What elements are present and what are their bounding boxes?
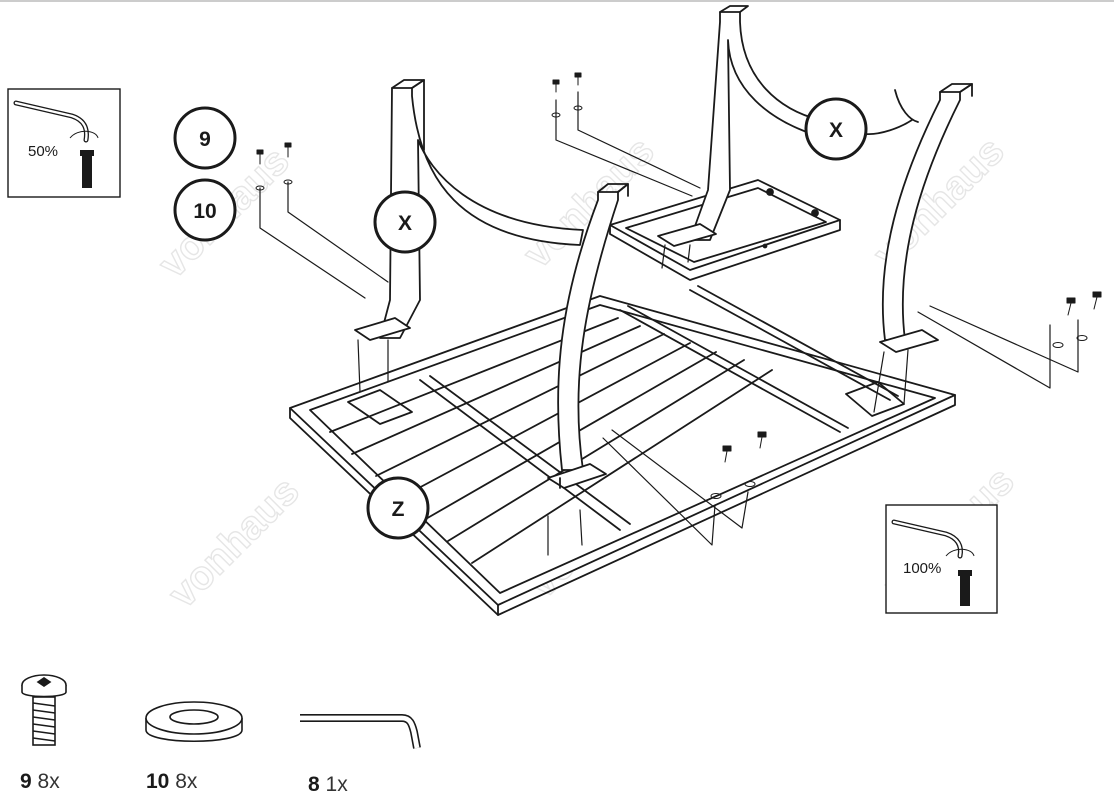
callout-leg-right: X — [804, 97, 868, 161]
callout-bolt-label: 9 — [199, 128, 211, 151]
callouts: 9 10 X X Z — [173, 97, 868, 540]
callout-washer-label: 10 — [193, 200, 216, 223]
part-bolt-illustration — [21, 674, 67, 746]
part-hex-key-illustration — [300, 714, 421, 749]
rotate-arrow-icon — [69, 130, 99, 139]
part-number: 10 — [146, 770, 170, 793]
callout-frame: Z — [366, 476, 430, 540]
torque-left-label: 50% — [28, 143, 58, 160]
callout-leg-left-label: X — [398, 212, 412, 235]
bolt-icon — [80, 150, 94, 156]
bolt-icon-2 — [958, 570, 972, 576]
callout-bolt: 9 — [173, 106, 237, 170]
part-legend-hex-key: 8 1x — [308, 773, 348, 797]
torque-inset-right: 100% — [885, 504, 998, 614]
callout-frame-label: Z — [392, 498, 405, 521]
part-qty: 8x — [175, 770, 198, 793]
part-legend-washer: 10 8x — [146, 770, 197, 794]
part-number: 8 — [308, 773, 320, 796]
part-number: 9 — [20, 770, 32, 793]
part-washer-illustration — [145, 701, 243, 743]
torque-right-label: 100% — [903, 560, 941, 577]
watermark-4: vonhaus — [160, 469, 307, 616]
leg-right — [657, 5, 973, 353]
callout-leg-left: X — [373, 190, 437, 254]
callout-leg-right-label: X — [829, 119, 843, 142]
torque-inset-left: 50% — [7, 88, 121, 198]
part-qty: 1x — [325, 773, 348, 796]
part-qty: 8x — [37, 770, 60, 793]
part-legend-bolt: 9 8x — [20, 770, 60, 794]
callout-washer: 10 — [173, 178, 237, 242]
rotate-arrow-icon-2 — [945, 548, 975, 557]
small-fasteners — [255, 72, 1102, 499]
leg-left — [354, 79, 629, 489]
